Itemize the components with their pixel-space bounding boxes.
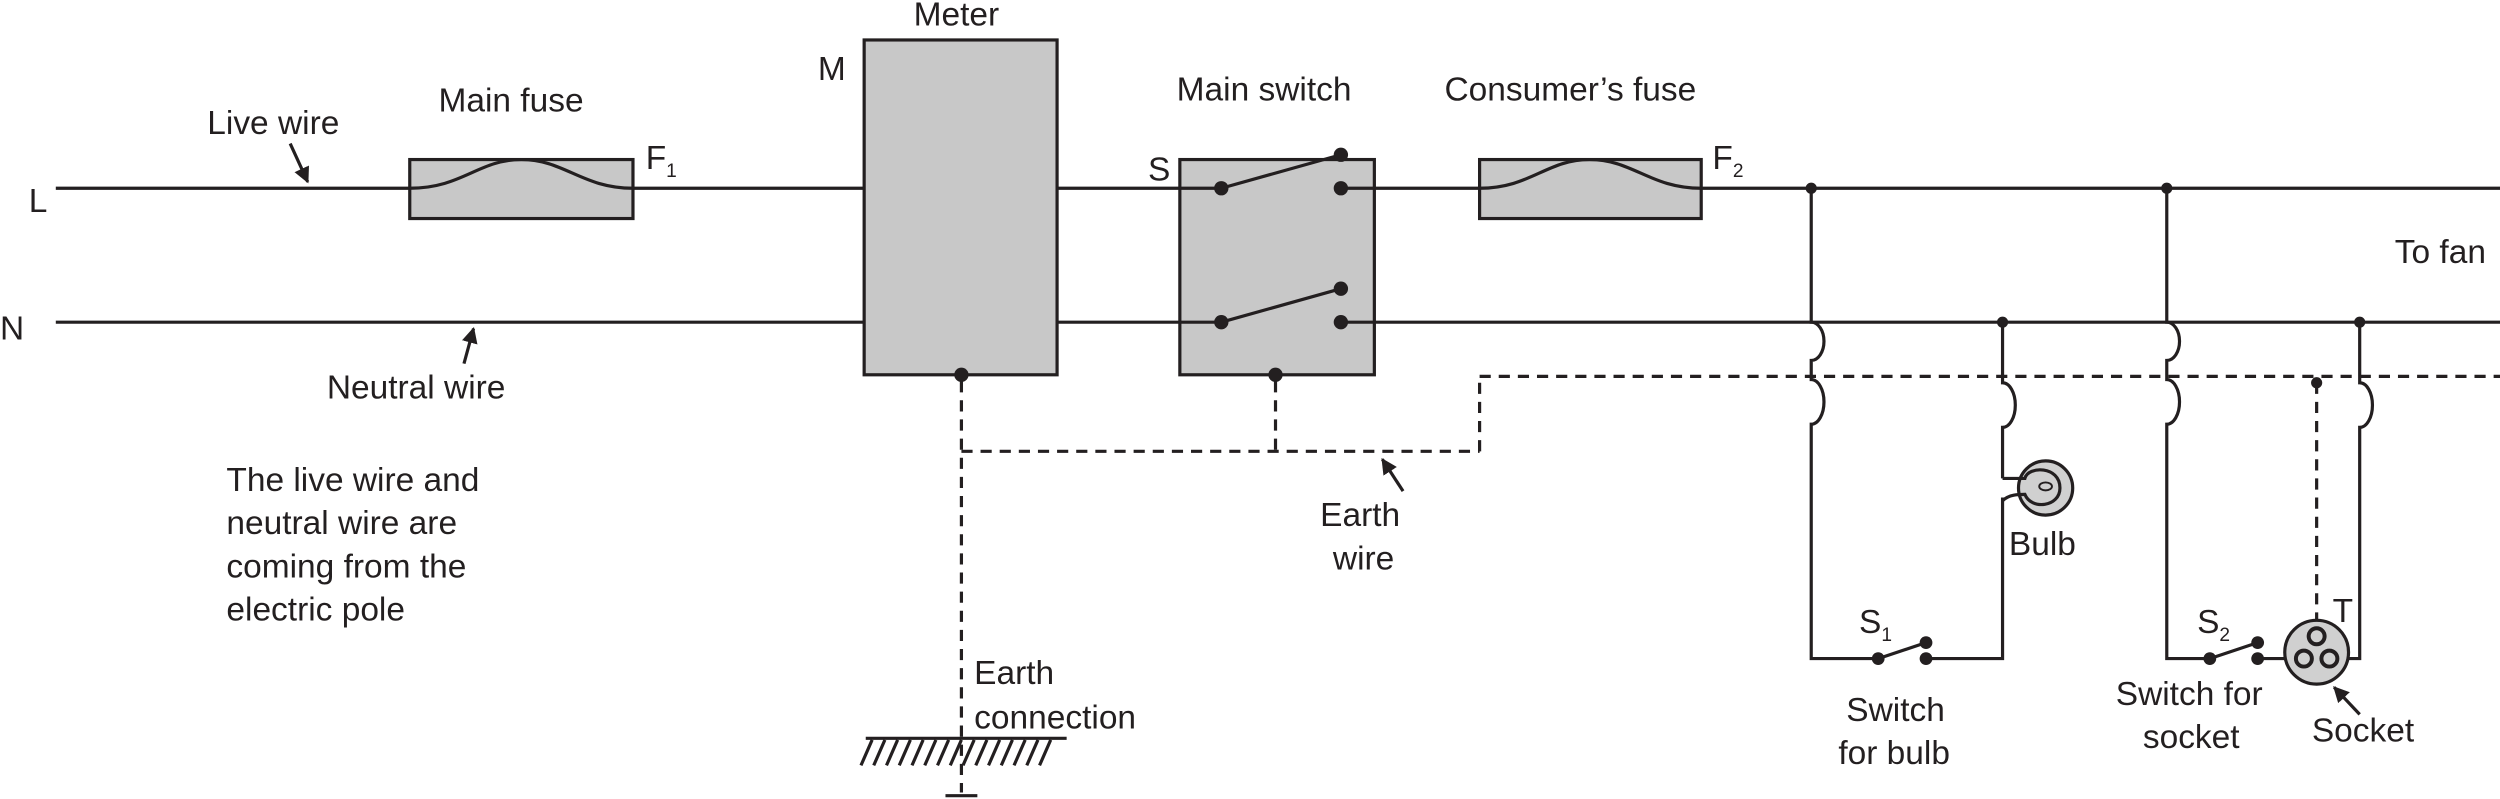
label-N: N	[0, 311, 24, 348]
label-main-switch: Main switch	[1177, 72, 1352, 109]
label-bulb: Bulb	[2009, 526, 2076, 563]
ground-icon	[859, 736, 1067, 798]
label-live-wire: Live wire	[207, 105, 339, 142]
label-S1: S1	[1859, 604, 1892, 646]
label-socket: Socket	[2312, 712, 2415, 749]
meter-earth-terminal	[954, 367, 969, 382]
consumers-fuse	[1477, 157, 1703, 221]
svg-text:neutral wire are: neutral wire are	[226, 505, 457, 542]
label-M: M	[818, 51, 846, 88]
arrow-icon	[462, 327, 478, 365]
label-S: S	[1148, 151, 1170, 188]
label-earth-connection-1: Earth	[974, 655, 1054, 692]
label-earth-connection-2: connection	[974, 700, 1136, 737]
arrow-icon	[1380, 457, 1405, 493]
bulb-icon	[2001, 459, 2075, 517]
svg-text:The live wire and: The live wire and	[226, 462, 479, 499]
label-T: T	[2333, 593, 2353, 630]
svg-text:coming from the: coming from the	[226, 548, 466, 585]
label-earth-wire-1: Earth	[1320, 497, 1400, 534]
label-F1: F1	[646, 140, 677, 182]
label-neutral-wire: Neutral wire	[327, 370, 506, 407]
label-consumers-fuse: Consumer’s fuse	[1445, 72, 1697, 109]
main-switch	[1178, 147, 1376, 382]
label-switch-for-bulb-1: Switch	[1846, 692, 1945, 729]
earth-wire	[959, 374, 2500, 793]
label-switch-for-socket-2: socket	[2143, 719, 2240, 756]
label-F2: F2	[1712, 140, 1743, 182]
arrow-icon	[2333, 686, 2361, 716]
note-text: The live wire and neutral wire are comin…	[226, 462, 479, 628]
meter-box	[862, 38, 1059, 377]
svg-text:electric pole: electric pole	[226, 591, 405, 628]
label-switch-for-bulb-2: for bulb	[1838, 735, 1950, 772]
label-S2: S2	[2197, 604, 2230, 646]
arrow-icon	[288, 142, 310, 184]
main-fuse	[408, 157, 635, 221]
socket-icon	[2283, 618, 2351, 686]
label-meter: Meter	[914, 0, 1000, 34]
label-main-fuse: Main fuse	[438, 83, 583, 120]
bulb-circuit	[1805, 182, 2017, 665]
label-L: L	[29, 183, 48, 220]
label-switch-for-socket-1: Switch for	[2116, 676, 2263, 713]
label-earth-wire-2: wire	[1332, 540, 1394, 577]
label-to-fan: To fan	[2395, 234, 2486, 271]
socket-circuit	[2161, 182, 2375, 665]
